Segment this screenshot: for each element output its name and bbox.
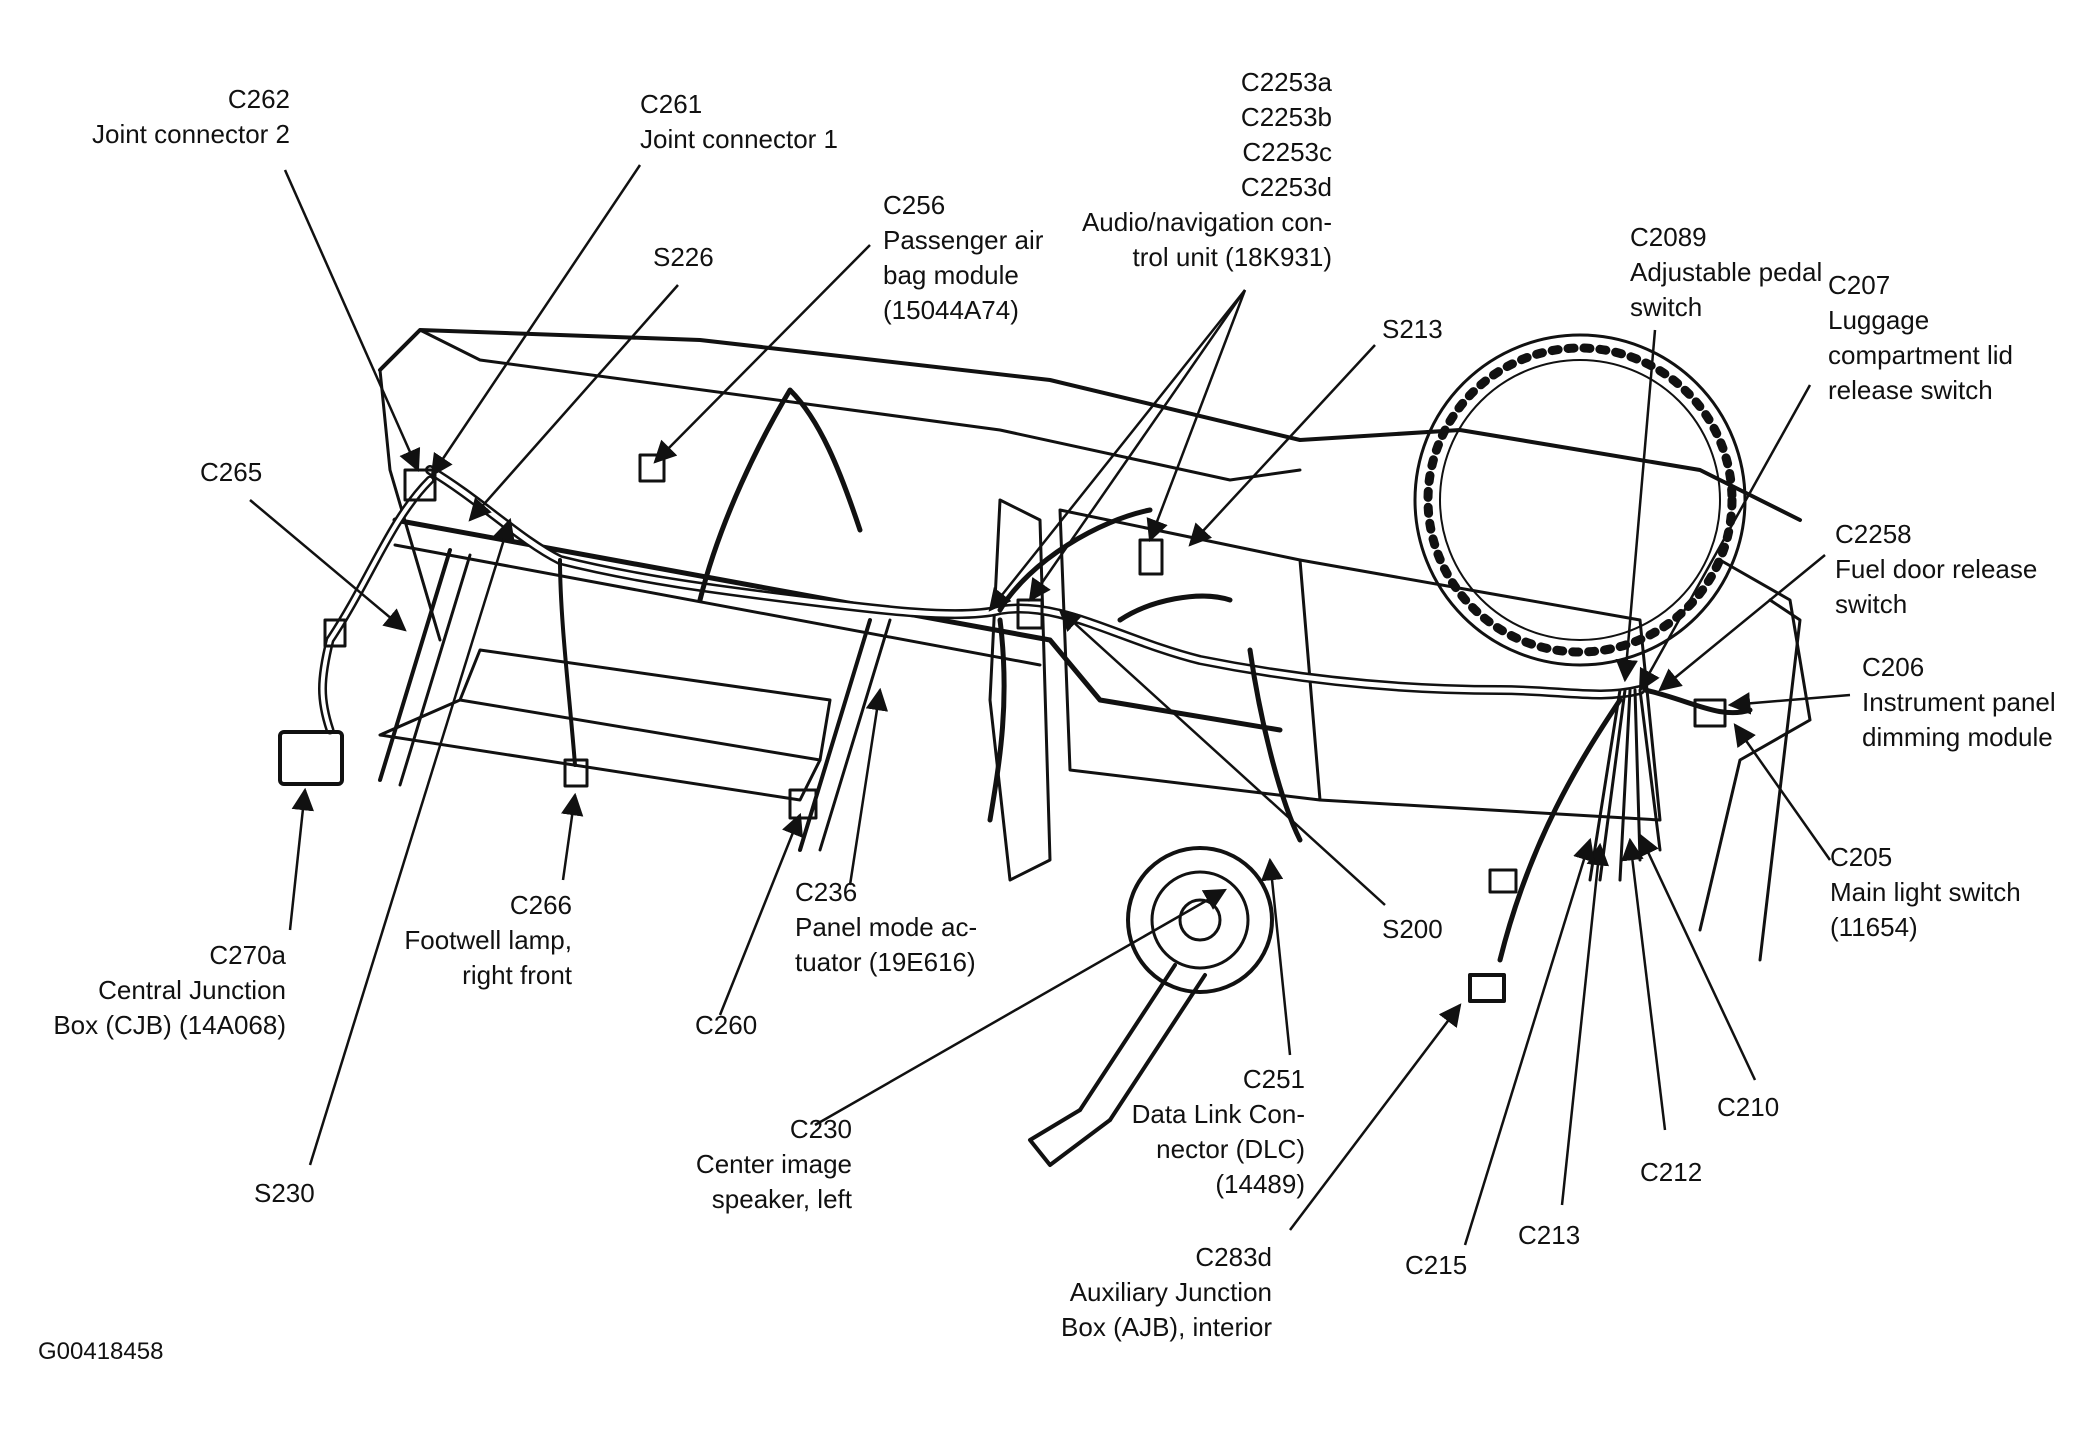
callout-c265-code: C265: [200, 457, 263, 487]
callout-c261: C261 Joint connector 1: [640, 87, 838, 157]
callout-c230-desc1: Center image: [695, 1149, 852, 1179]
callout-c262: C262 Joint connector 2: [80, 82, 290, 152]
callout-c2258-desc2: switch: [1835, 589, 1908, 619]
callout-s226: S226: [653, 240, 714, 275]
callout-c2253-desc1: Audio/navigation con-: [1081, 207, 1332, 237]
callout-c205-code: C205: [1830, 842, 1893, 872]
callout-c2258-desc1: Fuel door release: [1835, 554, 2038, 584]
callout-c262-desc: Joint connector 2: [91, 119, 290, 149]
callout-c212-code: C212: [1640, 1157, 1703, 1187]
callout-c2253-code-c: C2253c: [1242, 137, 1332, 167]
callout-c256: C256 Passenger air bag module (15044A74): [883, 188, 1043, 328]
callout-c236-desc2: tuator (19E616): [795, 947, 976, 977]
callout-c210-code: C210: [1717, 1092, 1780, 1122]
callout-c207: C207 Luggage compartment lid release swi…: [1828, 268, 2013, 408]
callout-c266-desc2: right front: [462, 960, 572, 990]
callout-c2253-desc2: trol unit (18K931): [1132, 242, 1332, 272]
callout-c251-desc1: Data Link Con-: [1131, 1099, 1305, 1129]
callout-c270a-code: C270a: [209, 940, 286, 970]
callout-c262-code: C262: [227, 84, 290, 114]
callout-c260: C260: [695, 1008, 757, 1043]
figure-id: G00418458: [38, 1338, 164, 1365]
callout-c2089: C2089 Adjustable pedal switch: [1630, 220, 1822, 325]
callout-c2253-code-b: C2253b: [1240, 102, 1332, 132]
steering-column: [1028, 846, 1274, 1167]
callout-c207-desc2: compartment lid: [1828, 340, 2013, 370]
callout-s200-code: S200: [1382, 914, 1443, 944]
callout-c256-desc1: Passenger air: [883, 225, 1044, 255]
instrument-panel-drawing: [278, 328, 1812, 1167]
callout-c266: C266 Footwell lamp, right front: [380, 888, 572, 993]
callout-c251-desc2: nector (DLC): [1156, 1134, 1305, 1164]
callout-c251-code: C251: [1242, 1064, 1305, 1094]
callout-c206: C206 Instrument panel dimming module: [1862, 650, 2056, 755]
callout-c251-desc3: (14489): [1215, 1169, 1305, 1199]
callout-c283d-desc1: Auxiliary Junction: [1069, 1277, 1272, 1307]
callout-c2253: C2253a C2253b C2253c C2253d Audio/naviga…: [1040, 65, 1332, 275]
callout-c283d-code: C283d: [1195, 1242, 1272, 1272]
callout-c210: C210: [1717, 1090, 1779, 1125]
callout-c213: C213: [1518, 1218, 1580, 1253]
callout-c2253-code-a: C2253a: [1240, 67, 1332, 97]
callout-c260-code: C260: [695, 1010, 758, 1040]
callout-c270a-desc1: Central Junction: [98, 975, 286, 1005]
callout-c256-desc2: bag module: [883, 260, 1019, 290]
blower-wheel: [1413, 333, 1747, 667]
callout-s230-code: S230: [254, 1178, 315, 1208]
callout-c2089-code: C2089: [1630, 222, 1707, 252]
callout-c265: C265: [200, 455, 262, 490]
callout-c236: C236 Panel mode ac- tuator (19E616): [795, 875, 977, 980]
callout-c207-desc1: Luggage: [1828, 305, 1930, 335]
callout-s226-code: S226: [653, 242, 714, 272]
callout-c205-desc2: (11654): [1830, 912, 1918, 942]
callout-c2258-code: C2258: [1835, 519, 1912, 549]
callout-c236-code: C236: [795, 877, 858, 907]
callout-c207-desc3: release switch: [1828, 375, 1993, 405]
callout-c270a-desc2: Box (CJB) (14A068): [53, 1010, 286, 1040]
callout-c230-code: C230: [789, 1114, 852, 1144]
callout-c283d-desc2: Box (AJB), interior: [1061, 1312, 1272, 1342]
callout-c206-desc2: dimming module: [1862, 722, 2053, 752]
callout-c283d: C283d Auxiliary Junction Box (AJB), inte…: [1040, 1240, 1272, 1345]
leader-lines: [249, 164, 1851, 1246]
callout-c205-desc1: Main light switch: [1830, 877, 2021, 907]
callout-c261-code: C261: [640, 89, 703, 119]
callout-c2258: C2258 Fuel door release switch: [1835, 517, 2037, 622]
callout-c256-desc3: (15044A74): [883, 295, 1019, 325]
callout-s230: S230: [254, 1176, 315, 1211]
callout-c205: C205 Main light switch (11654): [1830, 840, 2021, 945]
callout-c2253-code-d: C2253d: [1240, 172, 1332, 202]
callout-c206-desc1: Instrument panel: [1862, 687, 2056, 717]
callout-s200: S200: [1382, 912, 1443, 947]
callout-c207-code: C207: [1828, 270, 1891, 300]
callout-c266-desc1: Footwell lamp,: [404, 925, 572, 955]
callout-c206-code: C206: [1862, 652, 1925, 682]
callout-c230: C230 Center image speaker, left: [680, 1112, 852, 1217]
callout-c215-code: C215: [1405, 1250, 1468, 1280]
callout-c266-code: C266: [509, 890, 572, 920]
callout-c2089-desc2: switch: [1630, 292, 1703, 322]
callout-c261-desc: Joint connector 1: [640, 124, 839, 154]
connector-c270a-shape: [278, 730, 344, 786]
callout-c213-code: C213: [1518, 1220, 1581, 1250]
callout-c212: C212: [1640, 1155, 1702, 1190]
callout-c251: C251 Data Link Con- nector (DLC) (14489): [1110, 1062, 1305, 1202]
callout-c256-code: C256: [883, 190, 946, 220]
callout-c230-desc2: speaker, left: [711, 1184, 852, 1214]
callout-c215: C215: [1405, 1248, 1467, 1283]
callout-c270a: C270a Central Junction Box (CJB) (14A068…: [40, 938, 286, 1043]
callout-c236-desc1: Panel mode ac-: [795, 912, 978, 942]
callout-s213-code: S213: [1382, 314, 1443, 344]
callout-s213: S213: [1382, 312, 1443, 347]
callout-c2089-desc1: Adjustable pedal: [1630, 257, 1823, 287]
